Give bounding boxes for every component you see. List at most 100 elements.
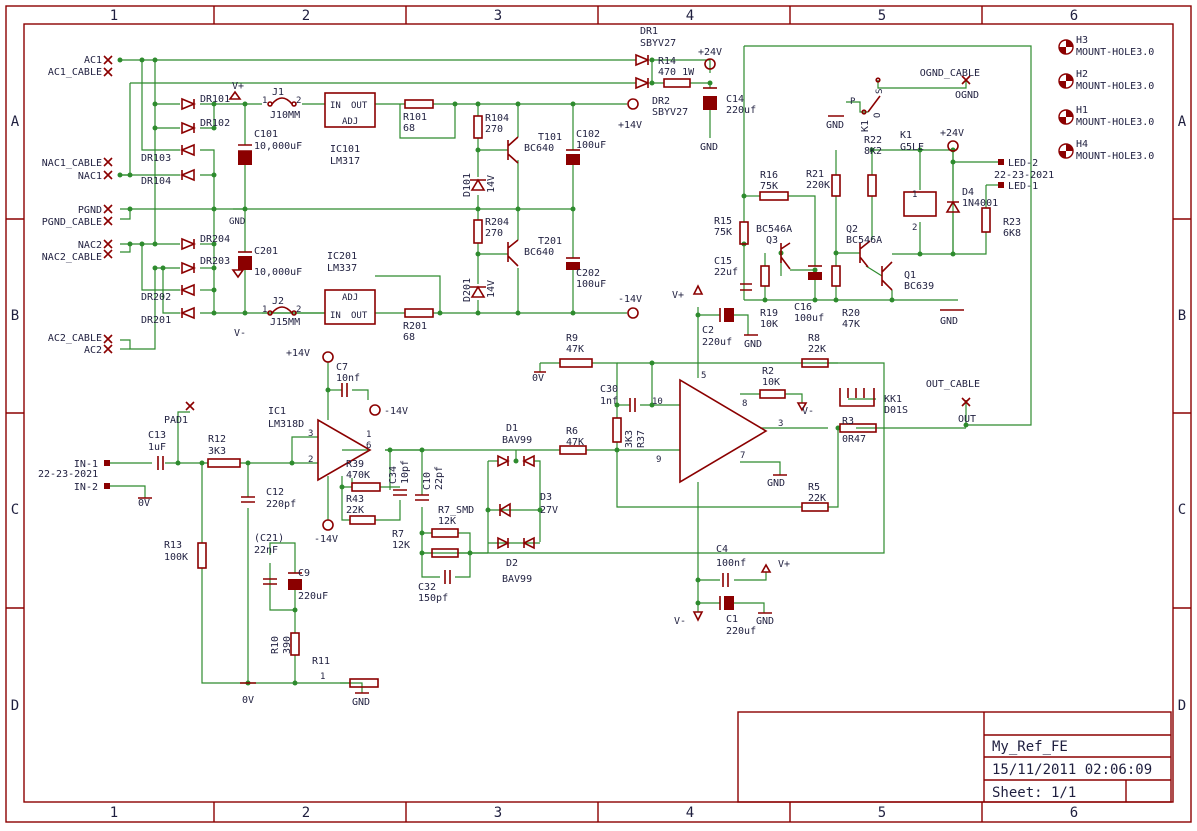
- col-label-6-bottom: 6: [1070, 805, 1078, 821]
- relay-s-pin: S: [875, 89, 885, 94]
- c202-value: 100uF: [576, 279, 606, 290]
- r2-vminus-label: V-: [802, 406, 814, 417]
- led-date-label: 22-23-2021: [994, 170, 1054, 181]
- k1-plus24v-label: +24V: [940, 128, 964, 139]
- j1-pin1: 1: [262, 96, 267, 106]
- c102-label: C102: [576, 129, 600, 140]
- q2-value: BC546A: [846, 235, 882, 246]
- c14-gnd-label: GND: [700, 142, 718, 153]
- relay-p-pin: P: [850, 97, 856, 107]
- r23-value: 6K8: [1003, 228, 1021, 239]
- d1-label: D1: [506, 423, 518, 434]
- c21-value: 22nF: [254, 545, 278, 556]
- dr202-label: DR202: [141, 292, 171, 303]
- c102-value: 100uF: [576, 140, 606, 151]
- j2-pin1: 1: [262, 305, 267, 315]
- column-dividers: [6, 6, 1191, 822]
- dr1-label: DR1: [640, 26, 658, 37]
- net-ac1-cable: AC1_CABLE: [48, 67, 102, 78]
- r21-label: R21: [806, 169, 824, 180]
- vplus-label: V+: [232, 81, 244, 92]
- col-label-1-bottom: 1: [110, 805, 118, 821]
- col-label-2-bottom: 2: [302, 805, 310, 821]
- kk1-value: D01S: [884, 405, 908, 416]
- h1-value: MOUNT-HOLE3.0: [1076, 117, 1154, 128]
- r39-value: 470K: [346, 470, 370, 481]
- opamp-pin3: 3: [778, 419, 783, 429]
- col-label-4-bottom: 4: [686, 805, 694, 821]
- c7-minus14v-label: -14V: [384, 406, 408, 417]
- net-nac1-cable: NAC1_CABLE: [42, 158, 102, 169]
- h3-label: H3: [1076, 35, 1088, 46]
- q2-label: Q2: [846, 224, 858, 235]
- k1-label: K1: [900, 130, 912, 141]
- component-symbols: [103, 53, 1004, 694]
- r7-label: R7: [392, 529, 404, 540]
- k1-switch-label: K1: [860, 120, 871, 132]
- c4-vplus-label: V+: [778, 559, 790, 570]
- h1-label: H1: [1076, 105, 1088, 116]
- dr201-label: DR201: [141, 315, 171, 326]
- kk1-label: KK1: [884, 394, 902, 405]
- reg2-adj-pin: ADJ: [342, 293, 358, 303]
- plus24v-label: +24V: [698, 47, 722, 58]
- c14-label: C14: [726, 94, 744, 105]
- sheet-number: Sheet: 1/1: [992, 785, 1076, 801]
- r16-value: 75K: [760, 181, 778, 192]
- col-label-2: 2: [302, 8, 310, 24]
- r15-label: R15: [714, 216, 732, 227]
- c1-value: 220uf: [726, 626, 756, 637]
- net-ognd: OGND: [955, 90, 979, 101]
- c7-label: C7: [336, 362, 348, 373]
- r2-value: 10K: [762, 377, 780, 388]
- r13-label: R13: [164, 540, 182, 551]
- r39-label: R39: [346, 459, 364, 470]
- c101-value: 10,000uF: [254, 141, 302, 152]
- reg2-out-pin: OUT: [351, 311, 368, 321]
- j1-pin2: 2: [296, 96, 301, 106]
- k1-gnd-label: GND: [826, 120, 844, 131]
- row-label-a: A: [11, 114, 20, 130]
- r201-value: 68: [403, 332, 415, 343]
- dr102-label: DR102: [200, 118, 230, 129]
- c7-value: 10nf: [336, 373, 360, 384]
- c201-label: C201: [254, 246, 278, 257]
- ic1-pin3: 3: [308, 429, 313, 439]
- c9-label: C9: [298, 568, 310, 579]
- c30-value: 1nf: [600, 396, 618, 407]
- r11-label: R11: [312, 656, 330, 667]
- r9-label: R9: [566, 333, 578, 344]
- row-label-d-right: D: [1178, 698, 1186, 714]
- r2-label: R2: [762, 366, 774, 377]
- ic101-label: IC101: [330, 144, 360, 155]
- net-led2: LED-2: [1008, 158, 1038, 169]
- r16-label: R16: [760, 170, 778, 181]
- ic201-label: IC201: [327, 251, 357, 262]
- c10-label: C10: [422, 472, 433, 490]
- r19-label: R19: [760, 308, 778, 319]
- reg1-out-pin: OUT: [351, 101, 368, 111]
- opamp-pin8: 8: [742, 399, 747, 409]
- d3-value: 27V: [540, 505, 558, 516]
- drawing-name: My_Ref_FE: [992, 739, 1068, 755]
- r8-value: 22K: [808, 344, 826, 355]
- opamp-pin7: 7: [740, 451, 745, 461]
- r6-label: R6: [566, 426, 578, 437]
- j2-label: J2: [272, 296, 284, 307]
- r9-value: 47K: [566, 344, 584, 355]
- q-gnd-label: GND: [940, 316, 958, 327]
- c34-label: C34: [388, 466, 399, 484]
- ic1-supply-label: +14V: [286, 348, 310, 359]
- r101-value: 68: [403, 123, 415, 134]
- h2-value: MOUNT-HOLE3.0: [1076, 81, 1154, 92]
- c15-label: C15: [714, 256, 732, 267]
- col-label-1: 1: [110, 8, 118, 24]
- connector-x-icons: [103, 55, 971, 411]
- row-label-c-right: C: [1178, 502, 1186, 518]
- c21-label: (C21): [254, 533, 284, 544]
- bottom-vminus-label: V-: [674, 616, 686, 627]
- row-label-a-right: A: [1178, 114, 1187, 130]
- q1-value: BC639: [904, 281, 934, 292]
- col-label-6: 6: [1070, 8, 1078, 24]
- r10-label: R10: [270, 636, 281, 654]
